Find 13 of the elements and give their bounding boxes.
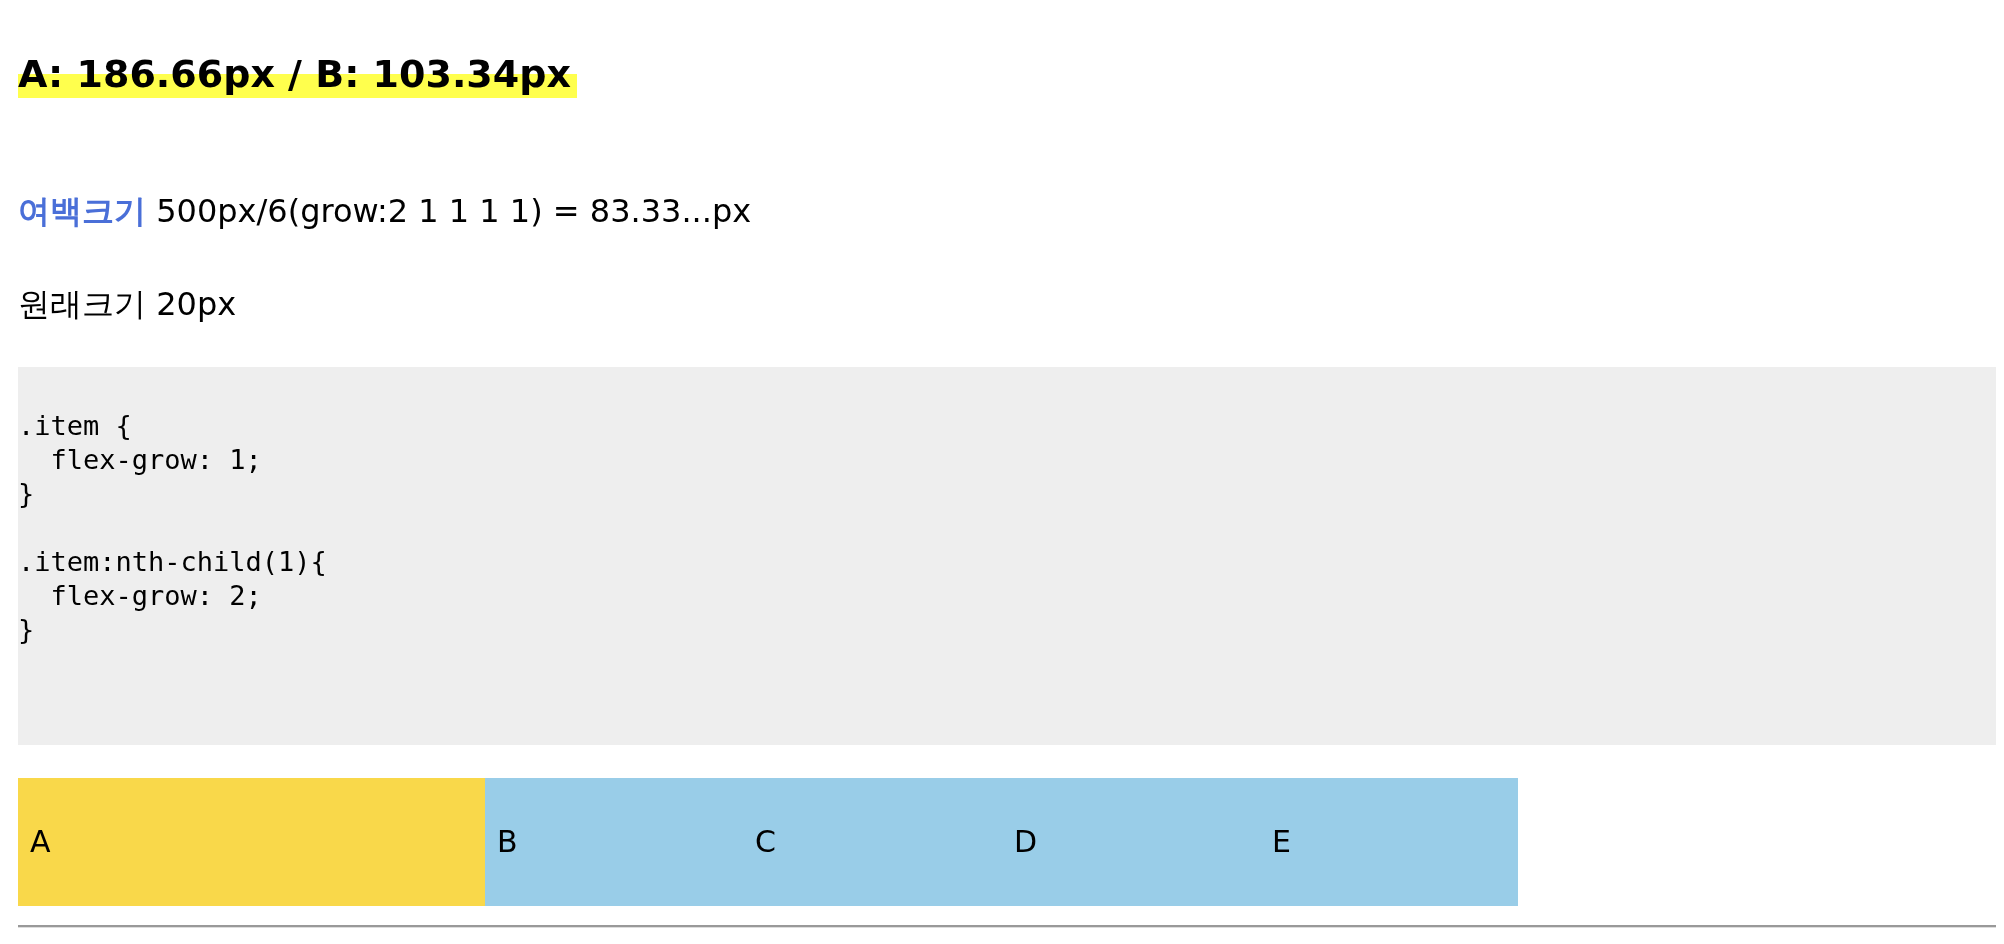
flex-item: B — [485, 778, 743, 906]
description-text: 여백크기 500px/6(grow:2 1 1 1 1) = 83.33...px — [18, 191, 752, 231]
flex-item: E — [1260, 778, 1518, 906]
flex-item: A — [18, 778, 485, 906]
code-line: flex-grow: 2; — [49, 579, 262, 613]
code-line: .item { — [18, 409, 132, 443]
size-text: 원래크기 20px — [18, 284, 237, 324]
code-line: flex-grow: 1; — [49, 443, 262, 477]
code-line: } — [18, 613, 35, 647]
flex-item: C — [743, 778, 1002, 906]
code-line: .item:nth-child(1){ — [18, 545, 327, 579]
code-line: } — [18, 477, 35, 511]
flex-item: D — [1002, 778, 1260, 906]
